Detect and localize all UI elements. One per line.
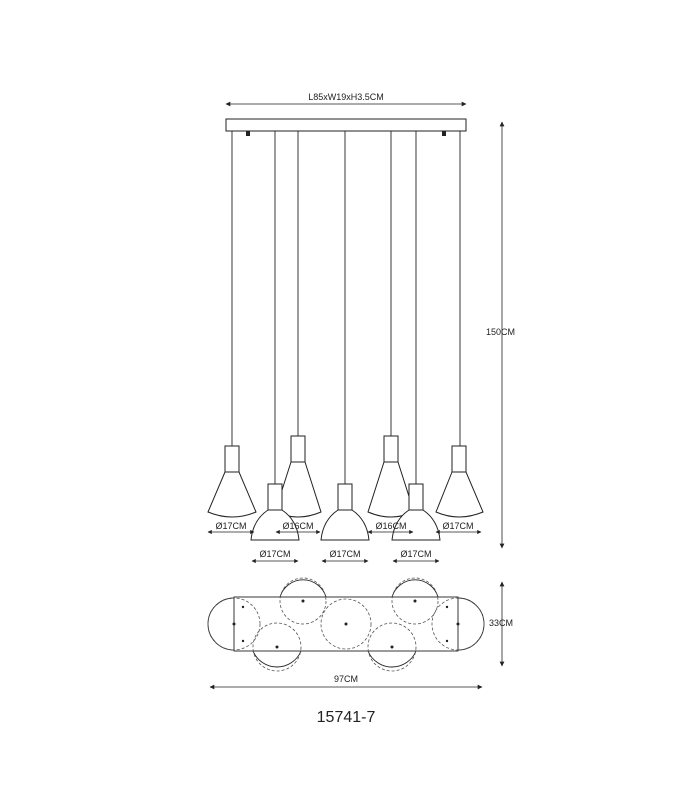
plan-circle-right-outline: [457, 597, 485, 651]
height-dimension-label: 150CM: [486, 327, 515, 337]
canopy-dimension: L85xW19xH3.5CM: [225, 92, 467, 107]
shade-3: [274, 435, 322, 518]
canopy-bar: [225, 118, 467, 136]
canopy-dimension-label: L85xW19xH3.5CM: [308, 92, 384, 102]
plan-circle-bottom-right-outline: [367, 650, 417, 668]
shade-4: [320, 483, 370, 541]
shade-3-diameter: Ø16CM: [282, 521, 313, 531]
shade-7-diameter: Ø17CM: [442, 521, 473, 531]
plan-circle-left-outline: [207, 597, 235, 651]
shade-5-diameter: Ø16CM: [375, 521, 406, 531]
height-dimension: 150CM: [486, 121, 515, 549]
plan-circle-top-right-outline: [391, 579, 439, 598]
shade-dimension-labels: Ø17CM Ø16CM Ø16CM Ø17CM Ø17CM Ø17CM Ø17C…: [215, 521, 473, 559]
plan-circle-bottom-left-outline: [252, 650, 302, 668]
shade-4-diameter: Ø17CM: [329, 549, 360, 559]
shade-5: [367, 435, 415, 518]
shade-dimensions: [207, 529, 482, 564]
width-dimension-label: 97CM: [334, 674, 358, 684]
shade-2-diameter: Ø17CM: [259, 549, 290, 559]
shade-6-diameter: Ø17CM: [400, 549, 431, 559]
model-number: 15741-7: [317, 709, 376, 726]
width-dimension: 97CM: [209, 674, 483, 690]
shade-7: [435, 445, 484, 518]
depth-dimension: 33CM: [489, 581, 513, 667]
depth-dimension-label: 33CM: [489, 618, 513, 628]
plan-view: [207, 577, 485, 672]
plan-circle-top-left-outline: [279, 579, 327, 598]
shade-1: [207, 445, 257, 518]
pendant-cords: [231, 131, 461, 484]
shade-1-diameter: Ø17CM: [215, 521, 246, 531]
